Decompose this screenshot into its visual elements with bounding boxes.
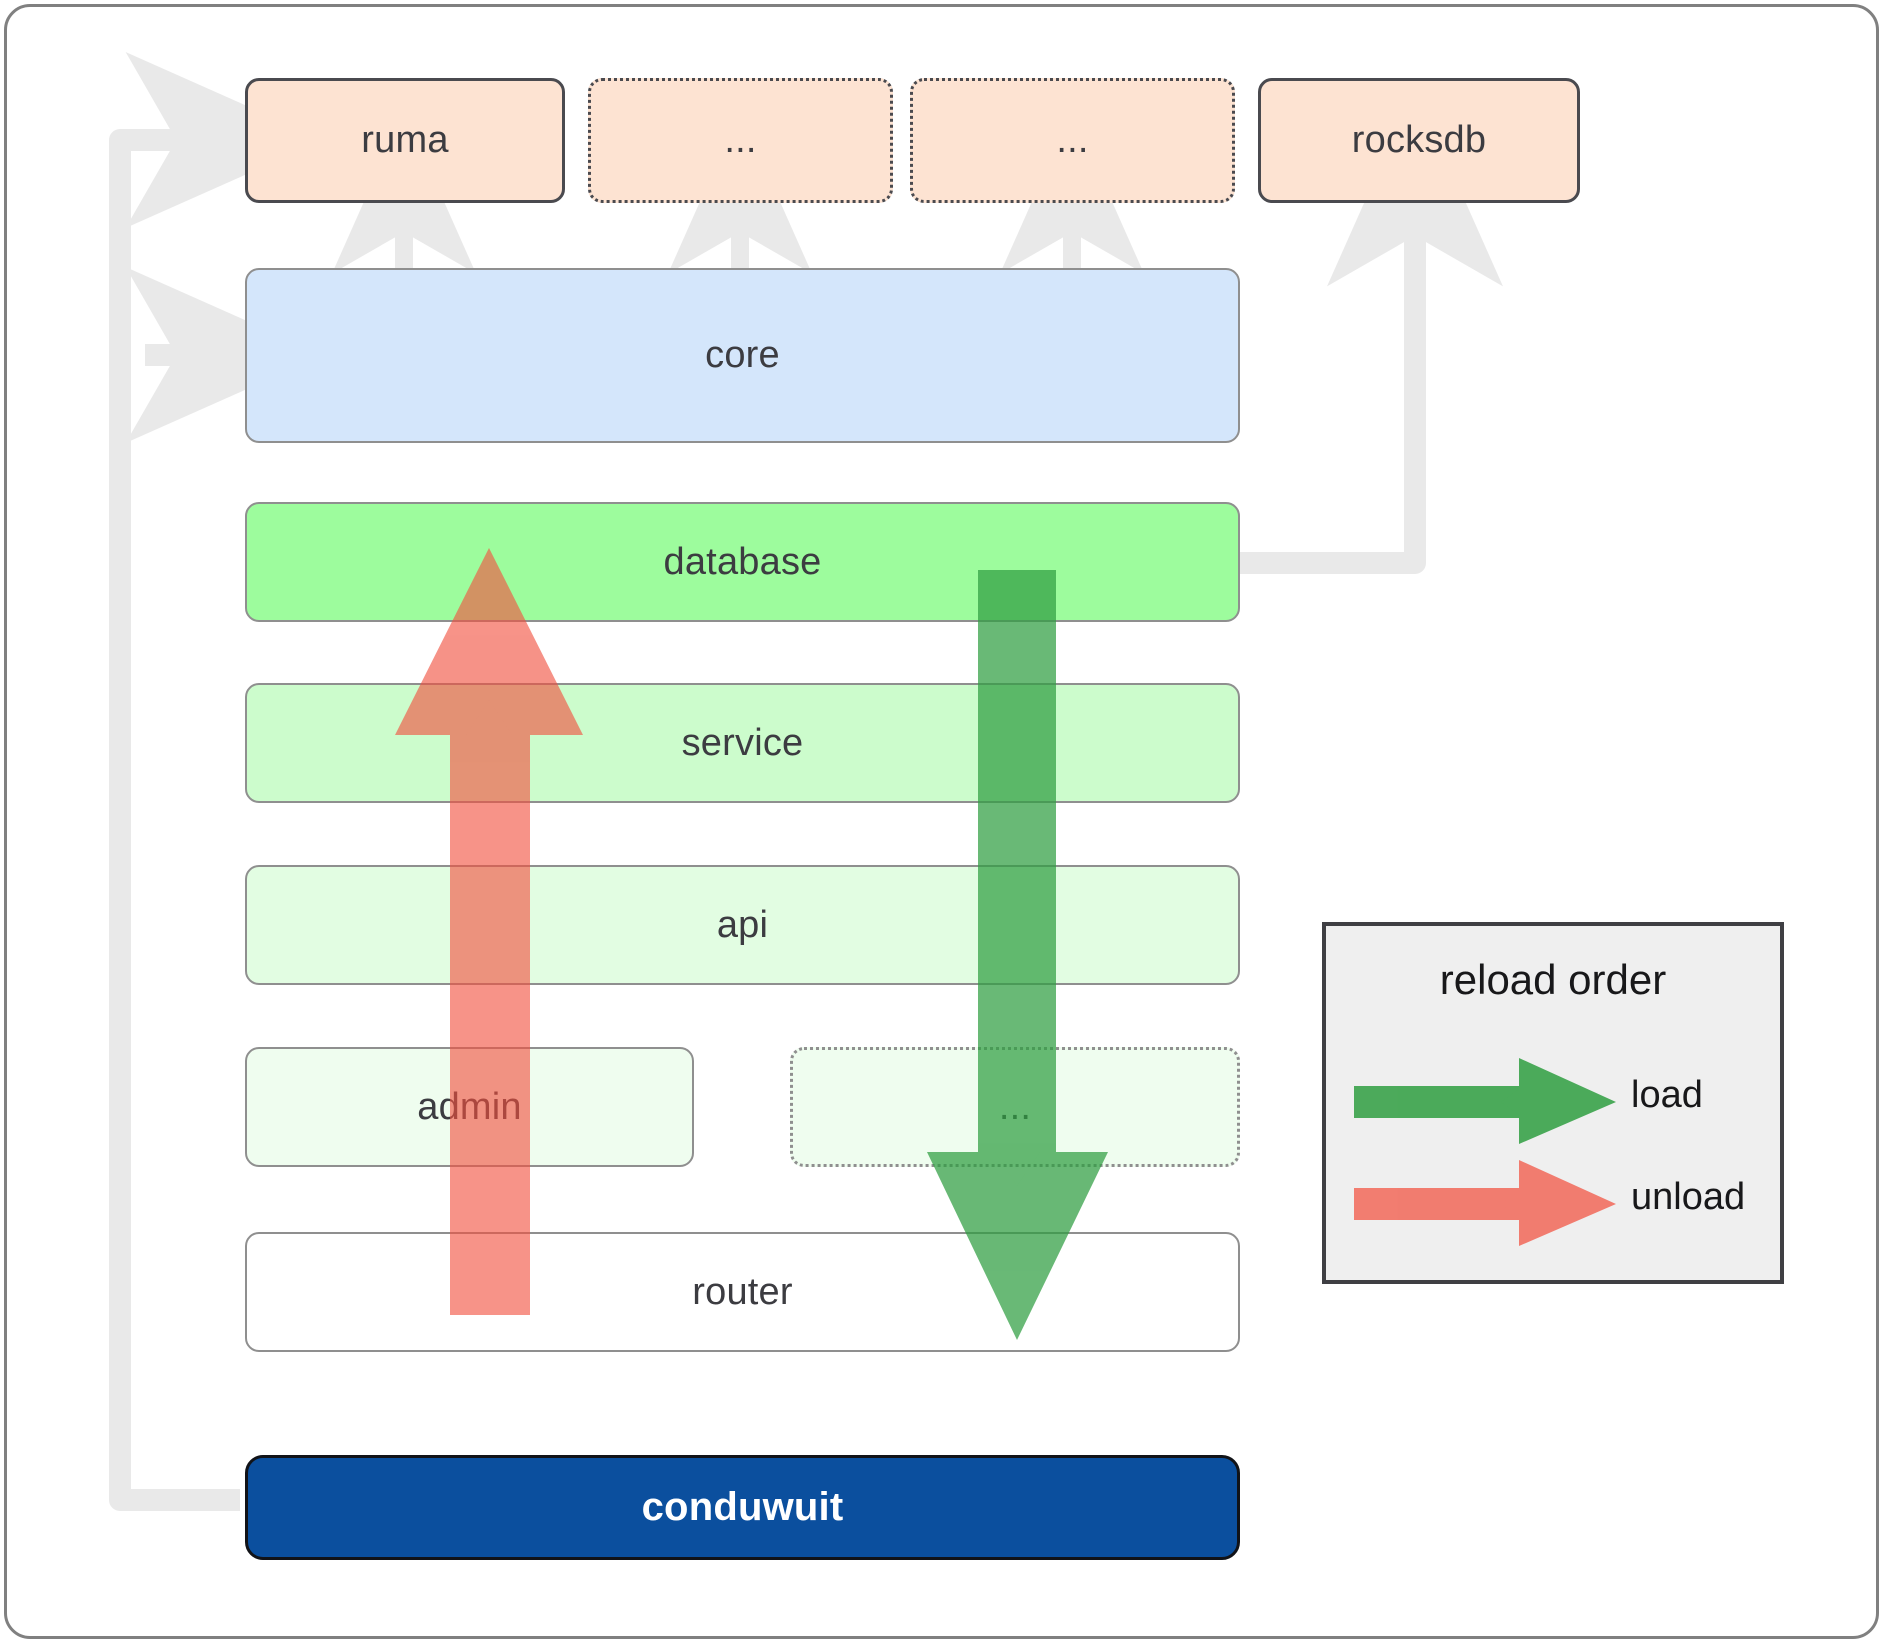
layer-box-router[interactable]: router [245, 1232, 1240, 1352]
diagram-frame [4, 4, 1879, 1639]
dependency-box-ruma[interactable]: ruma [245, 78, 565, 203]
unload-arrow-swatch [1354, 1160, 1616, 1246]
dependency-box-dots-2[interactable]: ... [910, 78, 1235, 203]
layer-box-admin[interactable]: admin [245, 1047, 694, 1167]
layer-box-database[interactable]: database [245, 502, 1240, 622]
layer-label-service: service [681, 721, 804, 764]
dependency-label-rocksdb: rocksdb [1351, 119, 1487, 161]
layer-box-api[interactable]: api [245, 865, 1240, 985]
legend-label-unload: unload [1631, 1176, 1746, 1218]
layer-label-admin: admin [417, 1085, 522, 1128]
legend-title: reload order [1439, 956, 1667, 1003]
legend-row-load: load [1326, 1056, 1780, 1146]
dependency-label-ruma: ruma [361, 119, 449, 161]
layer-label-api: api [716, 903, 769, 946]
dependency-box-rocksdb[interactable]: rocksdb [1258, 78, 1580, 203]
layer-box-service[interactable]: service [245, 683, 1240, 803]
binary-box-conduwuit[interactable]: conduwuit [245, 1455, 1240, 1560]
layer-box-dots-3[interactable]: ... [790, 1047, 1240, 1167]
binary-label-conduwuit: conduwuit [641, 1485, 844, 1529]
layer-label-core: core [705, 334, 780, 376]
load-arrow-swatch [1354, 1058, 1616, 1144]
dependency-label-dots-2: ... [1056, 119, 1089, 161]
dependency-label-dots-1: ... [724, 119, 757, 161]
legend-row-unload: unload [1326, 1158, 1780, 1248]
layer-box-core[interactable]: core [245, 268, 1240, 443]
legend-label-load: load [1631, 1074, 1703, 1116]
layer-label-router: router [692, 1270, 793, 1313]
legend-panel: reload order load unload [1322, 922, 1784, 1284]
dependency-box-dots-1[interactable]: ... [588, 78, 893, 203]
layer-label-database: database [663, 540, 822, 583]
layer-label-dots-3: ... [998, 1085, 1032, 1128]
